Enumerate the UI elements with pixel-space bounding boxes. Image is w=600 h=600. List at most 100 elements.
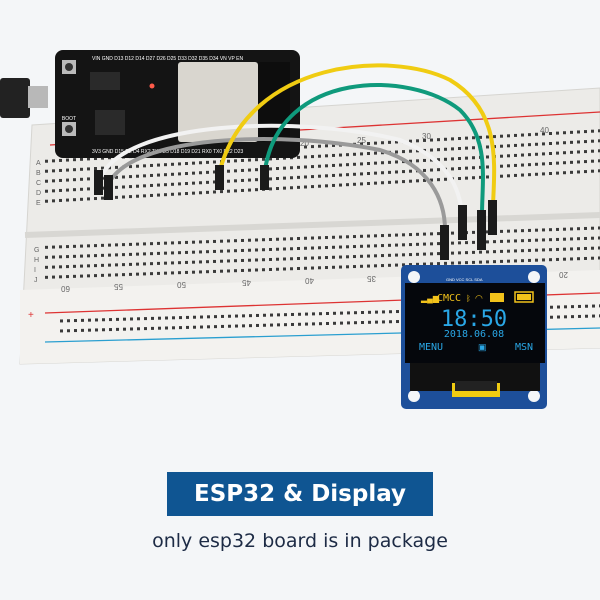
breadboard-hole [311,185,314,189]
breadboard-hole [283,267,286,271]
breadboard-hole [416,139,419,143]
breadboard-hole [514,163,517,167]
breadboard-hole [360,254,363,258]
breadboard-hole [332,265,335,269]
breadboard-hole [199,240,202,244]
breadboard-hole [164,261,167,265]
breadboard-hole [284,323,287,327]
breadboard-hole [535,142,538,146]
breadboard-hole [570,130,573,134]
breadboard-hole [80,157,83,161]
breadboard-hole [563,171,566,175]
breadboard-hole [584,236,587,240]
breadboard-hole [360,234,363,238]
breadboard-hole [67,329,70,333]
breadboard-hole [276,167,279,171]
breadboard-hole [542,228,545,232]
mail-icon [490,293,504,302]
breadboard-hole [346,245,349,249]
breadboard-hole [66,198,69,202]
breadboard-hole [80,274,83,278]
breadboard-hole [213,249,216,253]
breadboard-hole [507,134,510,138]
breadboard-hole [395,170,398,174]
breadboard-hole [375,320,378,324]
breadboard-hole [66,245,69,249]
breadboard-hole [143,194,146,198]
breadboard-hole [360,182,363,186]
breadboard-hole [157,241,160,245]
breadboard-hole [585,304,588,308]
breadboard-hole [144,327,147,331]
breadboard-hole [199,171,202,175]
breadboard-hole [367,234,370,238]
breadboard-hole [80,197,83,201]
breadboard-hole [200,315,203,319]
breadboard-hole [472,136,475,140]
breadboard-hole [311,155,314,159]
breadboard-hole [395,180,398,184]
breadboard-hole [157,251,160,255]
breadboard-hole [185,162,188,166]
breadboard-hole [367,142,370,146]
breadboard-hole [360,172,363,176]
breadboard-hole [535,248,538,252]
breadboard-hole [122,195,125,199]
breadboard-hole [451,231,454,235]
breadboard-hole [214,315,217,319]
breadboard-hole [353,245,356,249]
breadboard-hole [577,140,580,144]
breadboard-hole [185,270,188,274]
breadboard-hole [332,143,335,147]
breadboard-hole [270,313,273,317]
breadboard-hole [172,316,175,320]
breadboard-hole [311,145,314,149]
breadboard-hole [235,314,238,318]
breadboard-hole [528,163,531,167]
breadboard-hole [81,318,84,322]
breadboard-hole [318,154,321,158]
breadboard-hole [80,264,83,268]
breadboard-hole [353,265,356,269]
row-letter: B [36,170,41,177]
breadboard-hole [94,167,97,171]
breadboard-hole [123,327,126,331]
breadboard-hole [570,140,573,144]
breadboard-hole [521,133,524,137]
breadboard-hole [570,160,573,164]
column-number: 45 [242,278,251,287]
breadboard-hole [178,261,181,265]
breadboard-hole [87,254,90,258]
breadboard-hole [228,324,231,328]
breadboard-hole [451,137,454,141]
breadboard-hole [528,258,531,262]
breadboard-hole [220,269,223,273]
breadboard-hole [143,184,146,188]
breadboard-hole [276,187,279,191]
top-pin-labels: VIN GND D13 D12 D14 D27 D26 D25 D33 D32 … [92,56,243,62]
breadboard-hole [143,242,146,246]
oled-time: 18:50 [441,307,507,332]
breadboard-hole [129,195,132,199]
breadboard-hole [297,155,300,159]
breadboard-hole [444,261,447,265]
breadboard-hole [598,256,600,260]
breadboard-hole [325,174,328,178]
breadboard-hole [52,199,55,203]
breadboard-hole [556,151,559,155]
breadboard-hole [192,191,195,195]
breadboard-hole [45,159,48,163]
breadboard-hole [326,311,329,315]
breadboard-hole [367,264,370,268]
breadboard-hole [437,232,440,236]
breadboard-hole [388,180,391,184]
breadboard-hole [164,173,167,177]
breadboard-hole [206,170,209,174]
breadboard-hole [312,312,315,316]
breadboard-hole [535,172,538,176]
breadboard-hole [564,305,567,309]
breadboard-hole [528,248,531,252]
breadboard-hole [423,232,426,236]
breadboard-hole [409,179,412,183]
breadboard-hole [192,171,195,175]
